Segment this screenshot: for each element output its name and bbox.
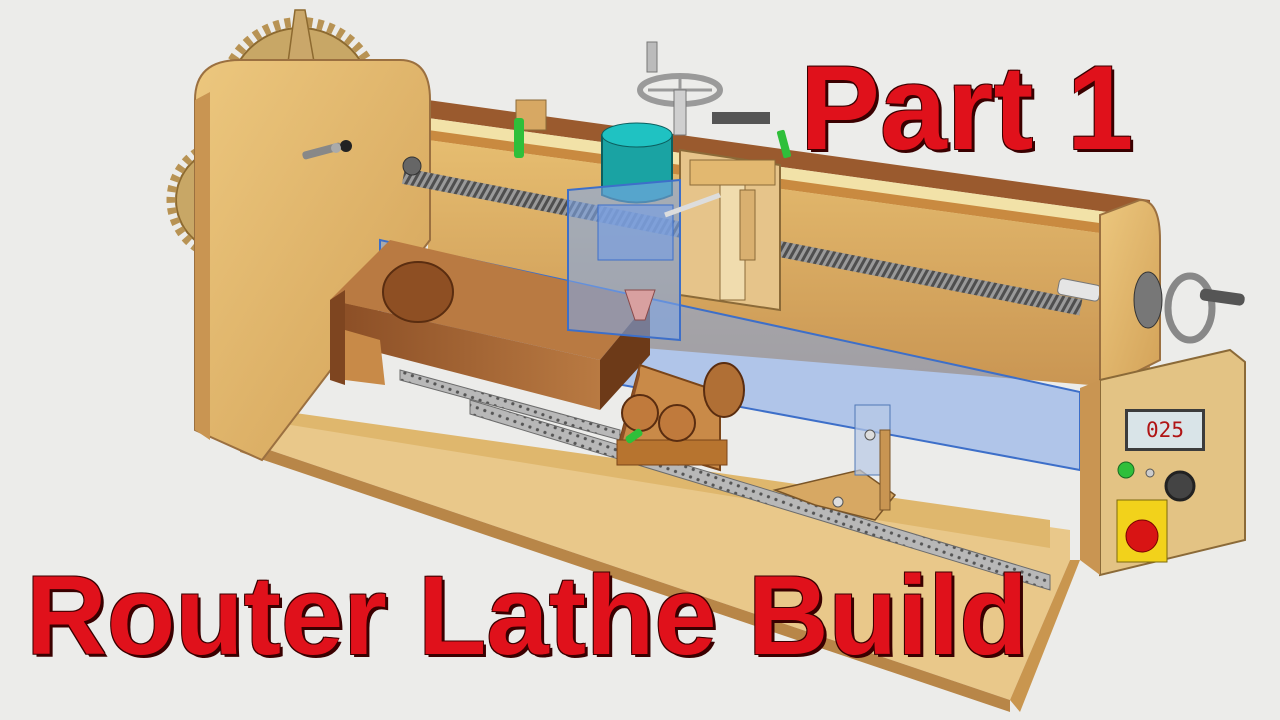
rpm-counter-display: 025 [1125,409,1205,451]
control-panel [1080,348,1246,577]
lathe-bed [240,369,1080,712]
handwheel-icon [637,41,723,136]
router-motor [567,122,721,342]
tool-rest [772,404,897,521]
router-carriage [514,99,792,312]
part-number-title: Part 1 [800,41,1134,175]
headstock-plate [194,59,431,462]
video-title: Router Lathe Build [26,553,1028,678]
clamp-lever-icon [302,140,352,160]
tailstock [616,362,745,472]
right-end-plate [1099,198,1245,392]
